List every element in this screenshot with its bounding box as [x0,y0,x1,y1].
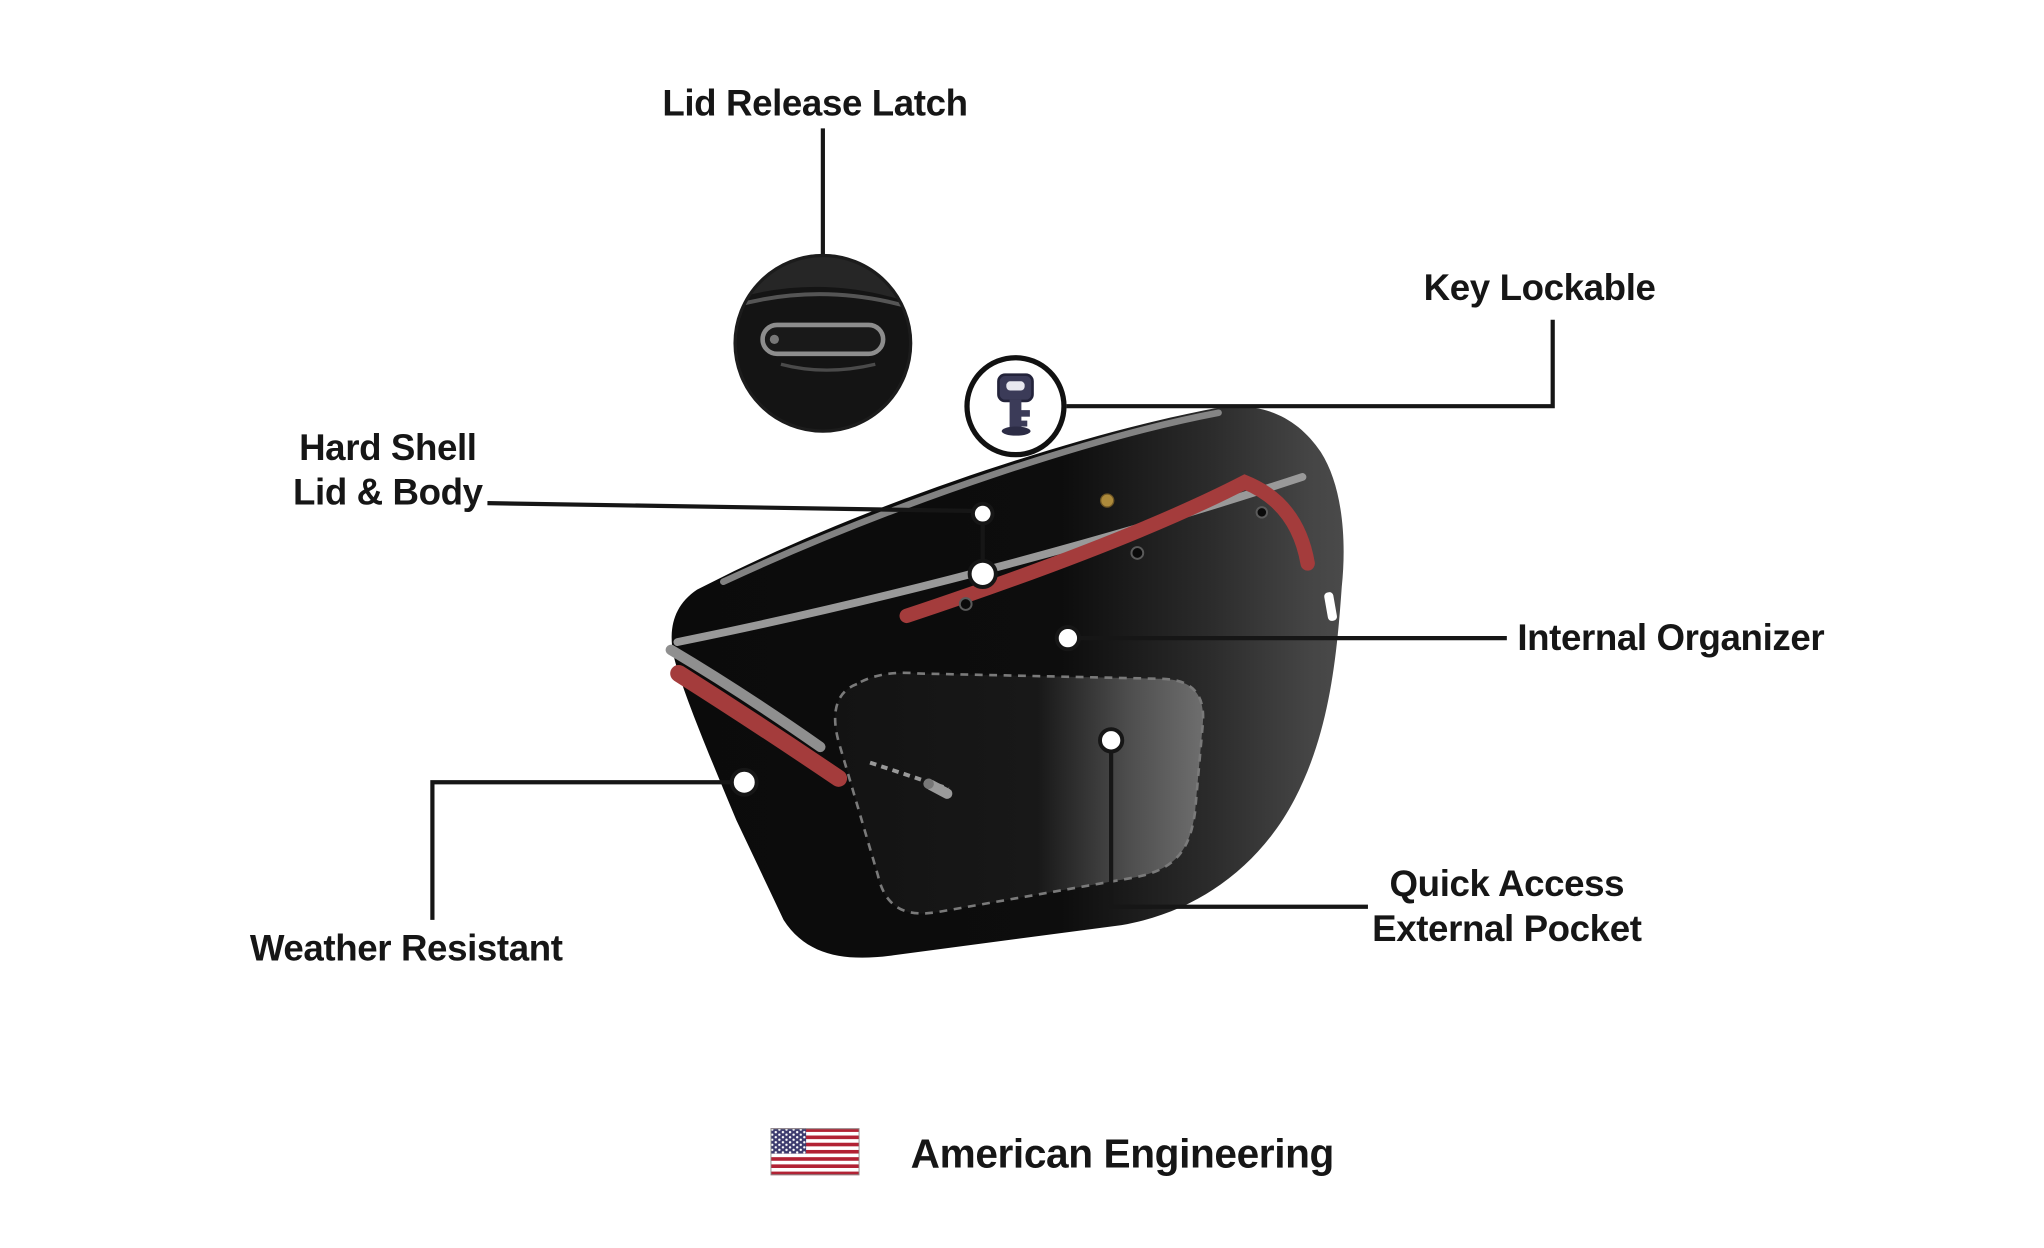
us-flag-icon [770,1128,860,1176]
callout-label-hard-shell-lid-body: Hard Shell Lid & Body [292,427,483,512]
callout-label-weather-resistant: Weather Resistant [249,927,563,969]
callout-label-key-lockable: Key Lockable [1423,267,1656,308]
key-badge [964,355,1067,458]
marker-dot-hard-shell-lid [970,501,995,526]
edge-highlight [1324,592,1337,621]
lid-top-trim [720,409,1222,586]
marker-dot-quick-access [1098,727,1125,754]
red-accent-stripe [899,474,1315,624]
lid-latch-detail-icon [733,253,913,433]
callout-label-quick-access-external-pocket: Quick Access External Pocket [1372,863,1642,949]
zipper-pull-icon [923,778,953,799]
rivet-icon [958,597,973,611]
rivet-icon [1255,506,1269,519]
rivet-icon [1130,546,1145,560]
pocket-zipper [869,760,950,791]
callout-line-weather-resistant [430,780,733,920]
end-cap-gray-band [665,644,826,753]
callout-label-internal-organizer: Internal Organizer [1517,617,1825,658]
marker-dot-weather-resistant [729,767,759,797]
saddlebag [665,406,1344,958]
lid-seam-piping [673,473,1307,646]
footer-text-american-engineering: American Engineering [910,1130,1335,1177]
callout-line-key-lockable [1066,319,1555,409]
callout-markers [729,501,1125,797]
callout-label-lid-release-latch: Lid Release Latch [662,82,968,124]
rivet-gold-icon [1099,493,1115,508]
key-icon [997,373,1034,436]
end-cap-red-band [670,664,848,787]
callout-line-quick-access [1109,752,1368,909]
marker-dot-hard-shell-body [967,558,998,589]
callout-lines [430,128,1555,920]
marker-dot-internal-organizer [1054,625,1081,652]
